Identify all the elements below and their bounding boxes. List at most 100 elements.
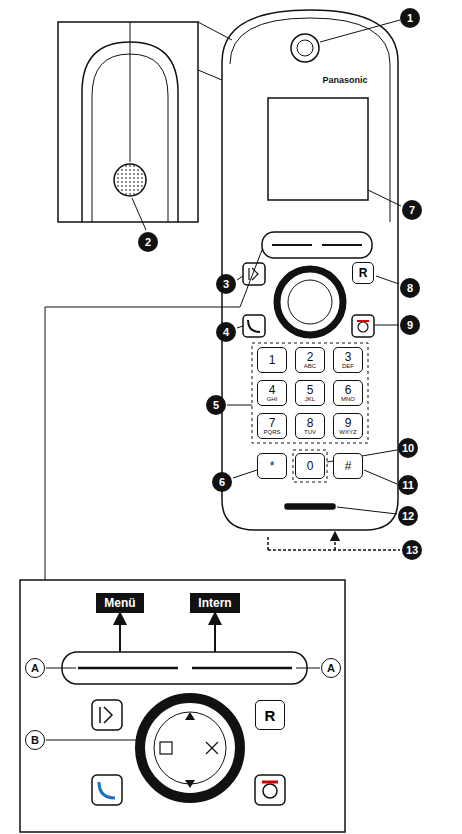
button-icon xyxy=(100,707,112,723)
microphone xyxy=(285,504,335,509)
key-text: * xyxy=(270,460,275,472)
key-text: 2 xyxy=(307,351,314,363)
front-panel xyxy=(230,18,390,222)
leader-line xyxy=(46,668,76,669)
callout-number: 12 xyxy=(398,506,418,526)
callout-number: 1 xyxy=(400,8,420,28)
charge-contact-arrow xyxy=(268,536,335,550)
inset-line xyxy=(198,22,232,40)
navigation-key xyxy=(154,712,226,784)
key-text: PQRS xyxy=(263,429,280,436)
keypad-key: # xyxy=(333,453,363,479)
recall-key: R xyxy=(352,262,374,284)
leader-line xyxy=(46,740,136,741)
key-text: R xyxy=(265,707,276,724)
button-icon xyxy=(99,782,115,798)
phonebook-button xyxy=(92,700,122,730)
key-text: 5 xyxy=(307,384,314,396)
callout-number: 3 xyxy=(216,274,236,294)
leader-line xyxy=(364,470,397,484)
leader-line xyxy=(375,325,399,326)
zero-key-frame xyxy=(293,450,327,482)
navigation-arrow xyxy=(185,712,195,788)
callout-number: 6 xyxy=(212,472,232,492)
brand-name: Panasonic xyxy=(322,75,367,85)
leader-line xyxy=(368,190,401,206)
keypad-key: * xyxy=(257,453,287,479)
callout-number: 2 xyxy=(138,232,158,252)
soft-key xyxy=(322,244,362,246)
phonebook-button xyxy=(243,263,265,285)
soft-key-text: Menü xyxy=(104,596,135,610)
key-text: 1 xyxy=(269,354,276,366)
speaker xyxy=(114,164,146,196)
key-text: 9 xyxy=(345,417,352,429)
leader-line xyxy=(233,470,257,478)
handset-body xyxy=(222,10,398,530)
keypad-key: 1 xyxy=(257,347,287,373)
inset-line xyxy=(45,250,262,580)
key-text: GHI xyxy=(267,396,278,403)
keypad-key: 6MNO xyxy=(333,380,363,406)
button-icon xyxy=(248,320,260,332)
button-icon xyxy=(263,784,277,798)
center-line xyxy=(130,22,131,162)
callout-number: 4 xyxy=(216,322,236,342)
navigation-key xyxy=(288,280,332,324)
keypad-key: 5JKL xyxy=(295,380,325,406)
navigation-icon xyxy=(160,742,172,754)
key-text: TUV xyxy=(304,429,316,436)
inset-line xyxy=(198,70,222,80)
soft-key-label: Intern xyxy=(190,593,239,613)
leader-line xyxy=(227,405,252,406)
navigation-key xyxy=(140,698,240,798)
navigation-key xyxy=(277,269,343,335)
key-text: 7 xyxy=(269,417,276,429)
leader-line xyxy=(237,326,243,328)
callout-number: 7 xyxy=(402,200,422,220)
keypad-key: 0 xyxy=(295,453,325,479)
callout-letter: A xyxy=(321,658,341,678)
keypad-key: 8TUV xyxy=(295,413,325,439)
key-text: DEF xyxy=(342,363,354,370)
callout-number: 9 xyxy=(400,315,420,335)
key-text: 8 xyxy=(307,417,314,429)
soft-key xyxy=(78,667,178,670)
soft-key-arrow xyxy=(214,618,216,652)
inset-frame xyxy=(58,22,198,222)
leader-line xyxy=(268,549,400,551)
talk-button xyxy=(243,315,265,337)
leader-line xyxy=(320,20,400,42)
button-icon xyxy=(358,322,368,332)
callout-letter: A xyxy=(25,658,45,678)
key-text: ABC xyxy=(304,363,316,370)
key-text: 4 xyxy=(269,384,276,396)
off-button xyxy=(352,315,374,337)
keypad-key: 4GHI xyxy=(257,380,287,406)
key-text: R xyxy=(359,266,368,280)
keypad-key: 2ABC xyxy=(295,347,325,373)
talk-button xyxy=(92,775,122,805)
callout-number: 10 xyxy=(398,438,418,458)
key-text: WXYZ xyxy=(339,429,356,436)
callout-number: 5 xyxy=(206,395,226,415)
button-icon xyxy=(357,320,369,322)
callout-number: 13 xyxy=(402,540,422,560)
key-text: MNO xyxy=(341,396,355,403)
inset-frame xyxy=(20,580,345,832)
soft-key-bar xyxy=(262,232,372,258)
key-text: JKL xyxy=(305,396,315,403)
key-text: 0 xyxy=(307,460,314,472)
display xyxy=(268,98,368,200)
callout-number: 8 xyxy=(400,278,420,298)
keypad-key: 3DEF xyxy=(333,347,363,373)
navigation-icon xyxy=(206,742,218,754)
key-text: 3 xyxy=(345,351,352,363)
button-icon xyxy=(249,268,258,280)
earpiece xyxy=(291,34,319,62)
keypad-key: 7PQRS xyxy=(257,413,287,439)
recall-key: R xyxy=(255,700,285,730)
soft-key-arrow xyxy=(119,618,121,652)
key-text: 6 xyxy=(345,384,352,396)
keypad-key: 9WXYZ xyxy=(333,413,363,439)
